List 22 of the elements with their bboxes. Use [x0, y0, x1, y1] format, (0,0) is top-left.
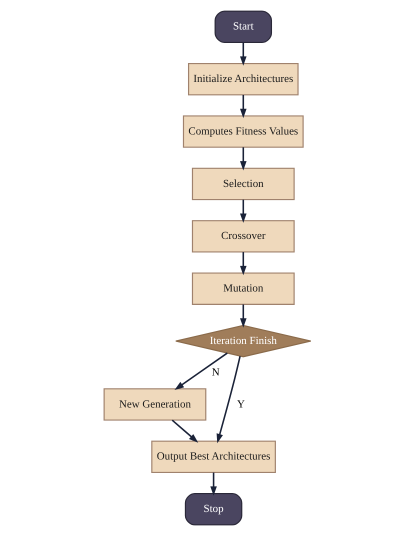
arrow	[240, 304, 246, 328]
edge-label: Y	[236, 398, 244, 410]
node-diamond: Iteration Finish	[174, 324, 311, 358]
arrow	[240, 42, 246, 66]
arrow	[240, 252, 246, 276]
node-box: Mutation	[191, 272, 294, 305]
node-box: Initialize Architectures	[187, 62, 298, 96]
arrow	[210, 472, 216, 496]
arrow	[171, 420, 198, 443]
arrow	[216, 356, 240, 444]
node-box: Crossover	[191, 220, 294, 253]
edge-label: N	[211, 366, 220, 379]
node-box: Start	[214, 10, 272, 44]
node-box: Output Best Architectures	[150, 440, 276, 474]
node-box: Stop	[184, 492, 242, 526]
node-box: Computes Fitness Values	[182, 115, 304, 148]
arrow	[240, 147, 246, 170]
arrow	[174, 352, 228, 390]
node-box: New Generation	[103, 388, 206, 421]
arrow	[240, 200, 246, 223]
node-box: Selection	[191, 168, 294, 200]
arrow	[240, 94, 246, 118]
